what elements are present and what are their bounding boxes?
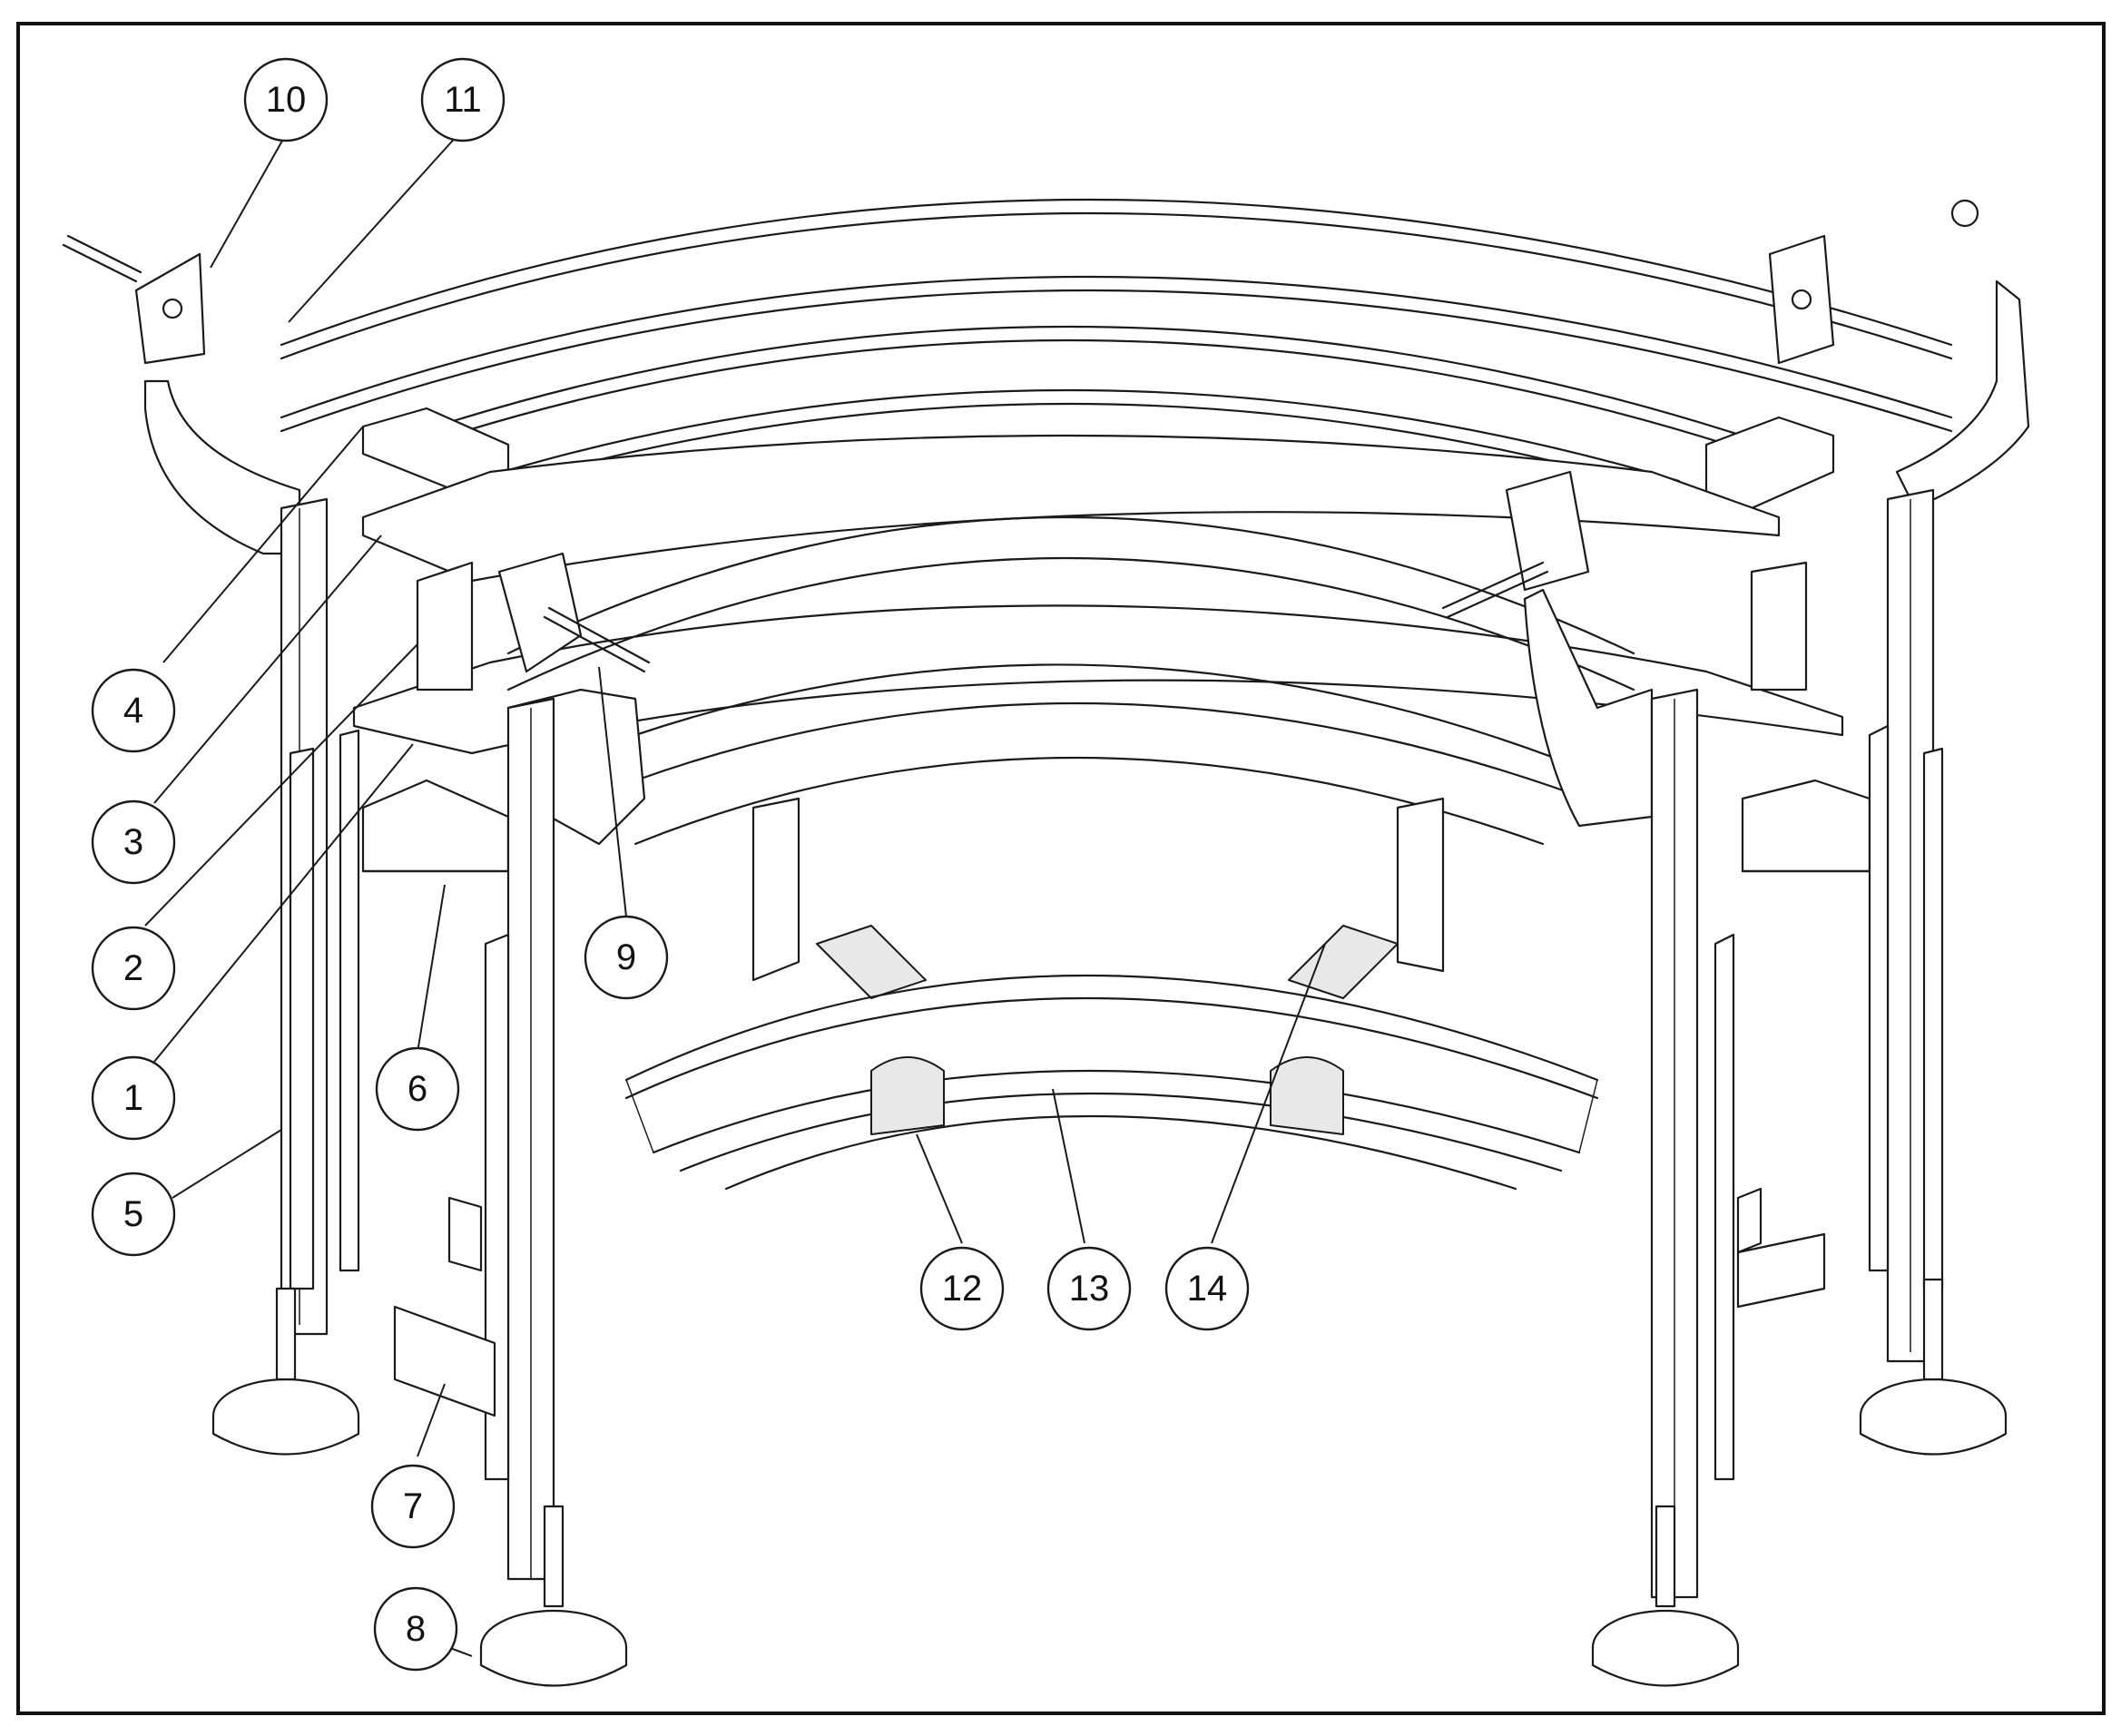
callout-4-label: 4: [123, 691, 143, 731]
callout-12-label: 12: [942, 1269, 983, 1309]
callout-10: 10: [243, 57, 329, 142]
callout-14-label: 14: [1187, 1269, 1228, 1309]
callout-5: 5: [91, 1172, 176, 1257]
adjustable-feet: [211, 1278, 2008, 1687]
leader-lines: [144, 133, 1326, 1657]
drawing-border: [16, 22, 2106, 1715]
callout-10-label: 10: [266, 80, 307, 120]
callout-6-label: 6: [408, 1069, 427, 1109]
callout-9-label: 9: [616, 937, 636, 977]
callout-2-label: 2: [123, 948, 143, 988]
callout-8-label: 8: [406, 1609, 426, 1649]
callout-14: 14: [1164, 1246, 1250, 1331]
callout-13: 13: [1046, 1246, 1132, 1331]
callout-12: 12: [919, 1246, 1005, 1331]
callout-11: 11: [420, 57, 506, 142]
callout-3: 3: [91, 799, 176, 885]
callout-8: 8: [373, 1586, 458, 1672]
callout-1: 1: [91, 1055, 176, 1141]
curved-frame-channel: [361, 516, 1871, 873]
callout-4: 4: [91, 668, 176, 753]
callout-9: 9: [584, 915, 669, 1000]
callout-1-label: 1: [123, 1078, 143, 1118]
flat-plates: [352, 434, 1871, 873]
bracket-arms: [62, 199, 2030, 828]
callout-13-label: 13: [1069, 1269, 1110, 1309]
support-legs: [280, 488, 1944, 1599]
callout-11-label: 11: [444, 80, 482, 120]
callout-7-label: 7: [403, 1486, 423, 1526]
callout-2: 2: [91, 926, 176, 1011]
callout-5-label: 5: [123, 1194, 143, 1234]
callout-6: 6: [375, 1046, 460, 1132]
callouts: 1 2 3 4 5 6 7 8 9 10 11 12 13 14: [91, 57, 1250, 1672]
cable-tray-assembly: [624, 797, 1599, 1191]
callout-3-label: 3: [123, 822, 143, 862]
callout-7: 7: [370, 1464, 456, 1549]
